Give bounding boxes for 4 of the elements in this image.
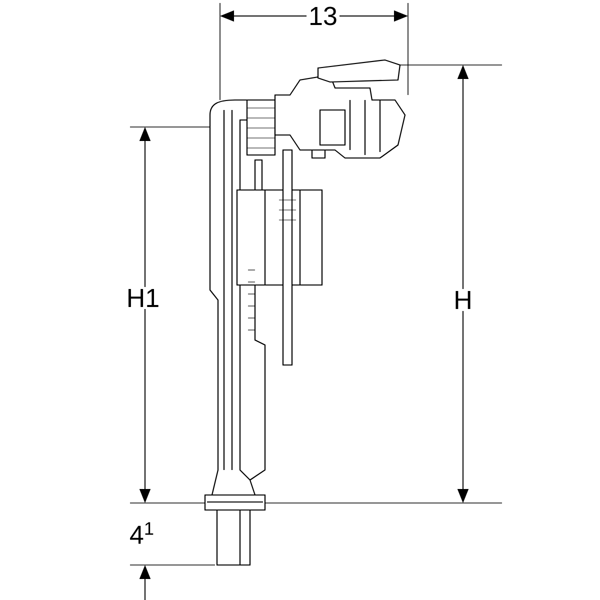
- dimension-label: 13: [306, 4, 340, 28]
- dimension-label: H1: [124, 287, 162, 309]
- dimension-label: 4$^{1}$: [127, 520, 157, 546]
- dimension-label: H: [452, 289, 474, 311]
